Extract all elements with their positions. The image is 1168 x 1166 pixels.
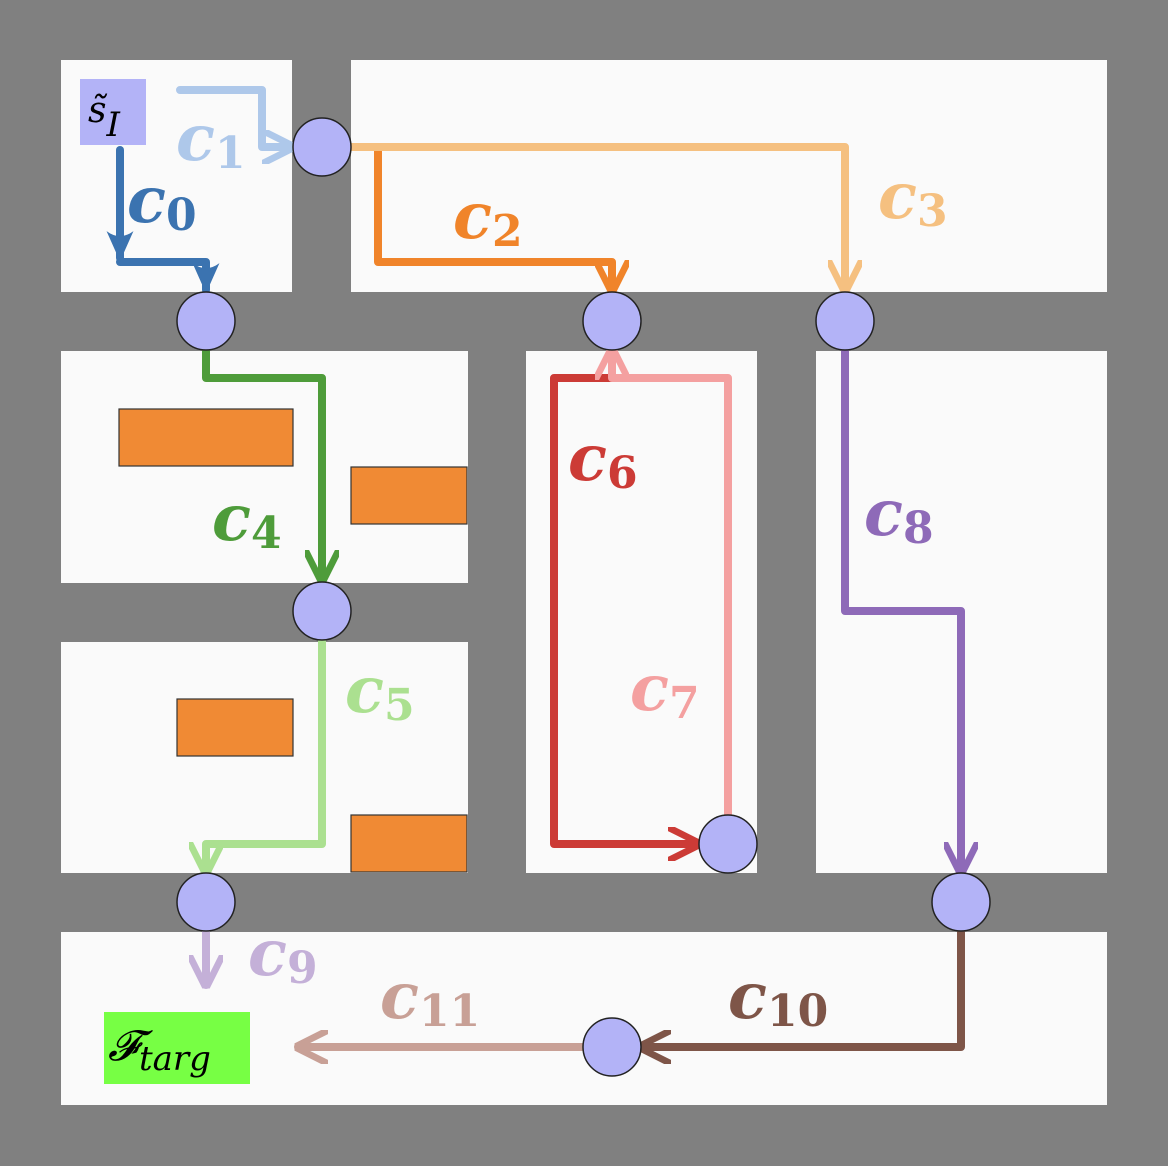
label-c0: c0 <box>127 163 197 241</box>
node-door-3 <box>815 291 875 351</box>
start-box <box>80 79 146 145</box>
floor-areas <box>61 60 1107 1105</box>
path-c6 <box>550 374 702 844</box>
label-c3: c3 <box>878 159 948 237</box>
path-c4 <box>202 346 322 584</box>
label-c10: c10 <box>728 959 828 1037</box>
node-door-5 <box>698 814 758 874</box>
label-c8: c8 <box>864 476 934 554</box>
path-c10 <box>637 928 965 1047</box>
path-c0-branch <box>116 258 220 294</box>
obstacles <box>118 408 468 873</box>
obstacle-3 <box>176 698 294 757</box>
target-box <box>104 1012 250 1084</box>
path-c3 <box>346 143 845 294</box>
connection-labels: c0 c1 c2 c3 c4 c5 c6 c7 c8 c9 c10 c11 <box>127 101 948 1037</box>
node-door-1 <box>176 291 236 351</box>
node-door-8 <box>582 1017 642 1077</box>
path-c8 <box>841 346 961 876</box>
node-door-7 <box>931 872 991 932</box>
label-c1: c1 <box>176 101 246 179</box>
connection-paths <box>106 86 965 1047</box>
node-door-top <box>292 117 352 177</box>
label-c7: c7 <box>630 651 700 729</box>
room-center <box>526 351 757 873</box>
path-c7 <box>612 346 732 818</box>
node-door-6 <box>176 872 236 932</box>
obstacle-1 <box>118 408 294 467</box>
label-c9: c9 <box>248 916 318 994</box>
node-door-4 <box>292 581 352 641</box>
path-c2 <box>374 146 612 294</box>
label-c6: c6 <box>568 421 638 499</box>
node-door-2 <box>582 291 642 351</box>
label-c2: c2 <box>453 179 523 257</box>
path-c1 <box>176 86 296 147</box>
label-c11: c11 <box>380 959 480 1037</box>
start-label: s̃I <box>88 90 120 145</box>
obstacle-4 <box>350 814 468 873</box>
obstacle-2 <box>350 466 468 525</box>
label-c5: c5 <box>345 653 415 731</box>
room-top-right <box>351 60 1107 292</box>
label-c4: c4 <box>212 481 282 559</box>
door-nodes <box>176 117 991 1077</box>
path-c5 <box>206 636 326 876</box>
